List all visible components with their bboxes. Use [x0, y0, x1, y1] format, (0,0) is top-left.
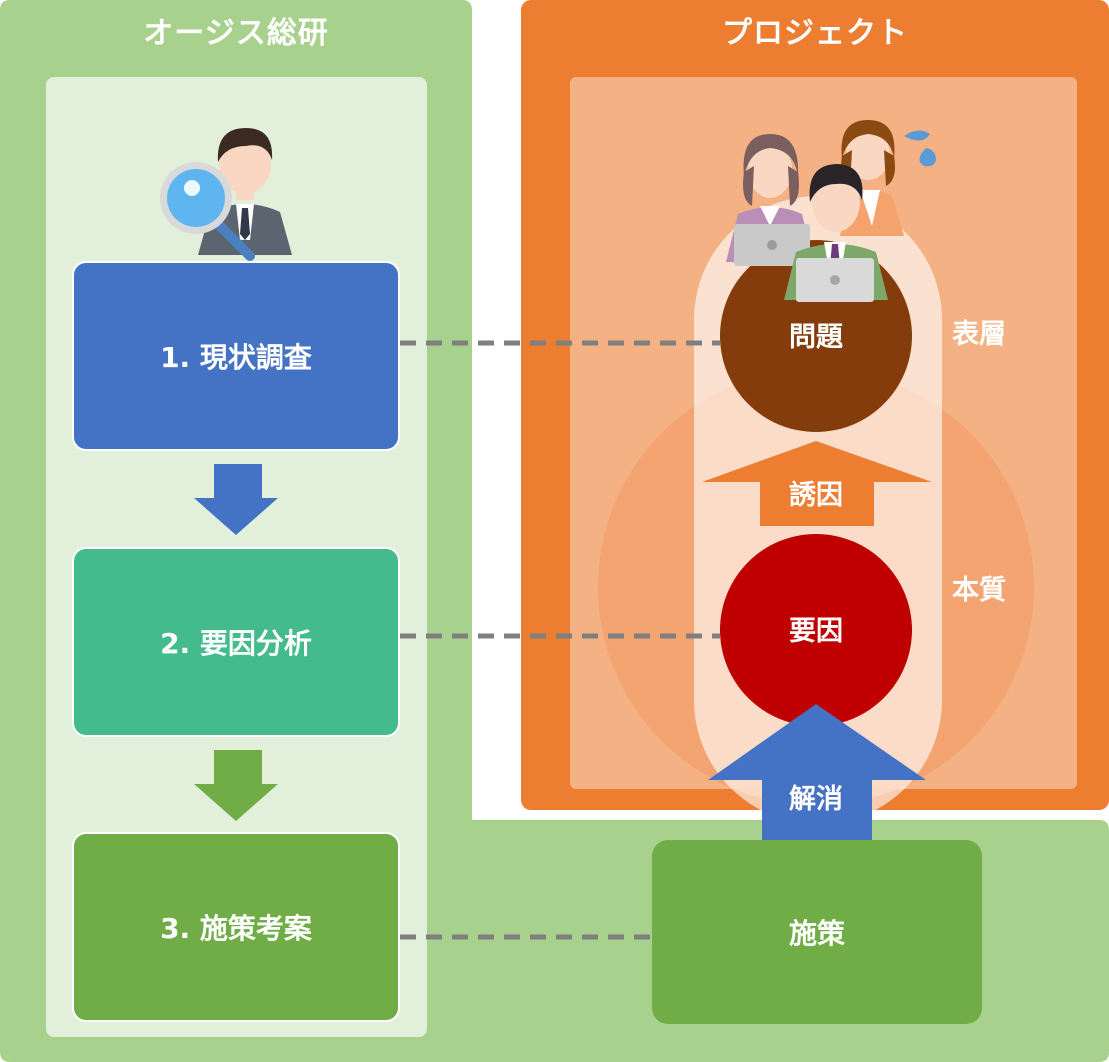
resolve-arrow — [708, 704, 926, 842]
oges-title: オージス総研 — [143, 16, 329, 51]
project-title: プロジェクト — [722, 16, 908, 51]
sweat-drops-icon — [904, 130, 936, 167]
step-analysis: 2. 要因分析 — [72, 547, 400, 737]
step-survey: 1. 現状調査 — [72, 261, 400, 451]
trigger-arrow — [702, 441, 932, 526]
consultant-magnifier-icon — [160, 128, 292, 261]
down-arrow-1 — [194, 464, 278, 535]
trigger-label: 誘因 — [789, 479, 843, 511]
resolve-label: 解消 — [789, 783, 843, 815]
step-plan: 3. 施策考案 — [72, 832, 400, 1022]
cause-label: 要因 — [789, 615, 843, 647]
down-arrow-2 — [194, 750, 278, 821]
cause-circle — [720, 534, 912, 726]
essence-label: 本質 — [952, 575, 1006, 606]
measure-box: 施策 — [652, 840, 982, 1024]
project-team-icon — [726, 120, 904, 302]
surface-label: 表層 — [952, 319, 1006, 350]
problem-label: 問題 — [789, 321, 843, 353]
